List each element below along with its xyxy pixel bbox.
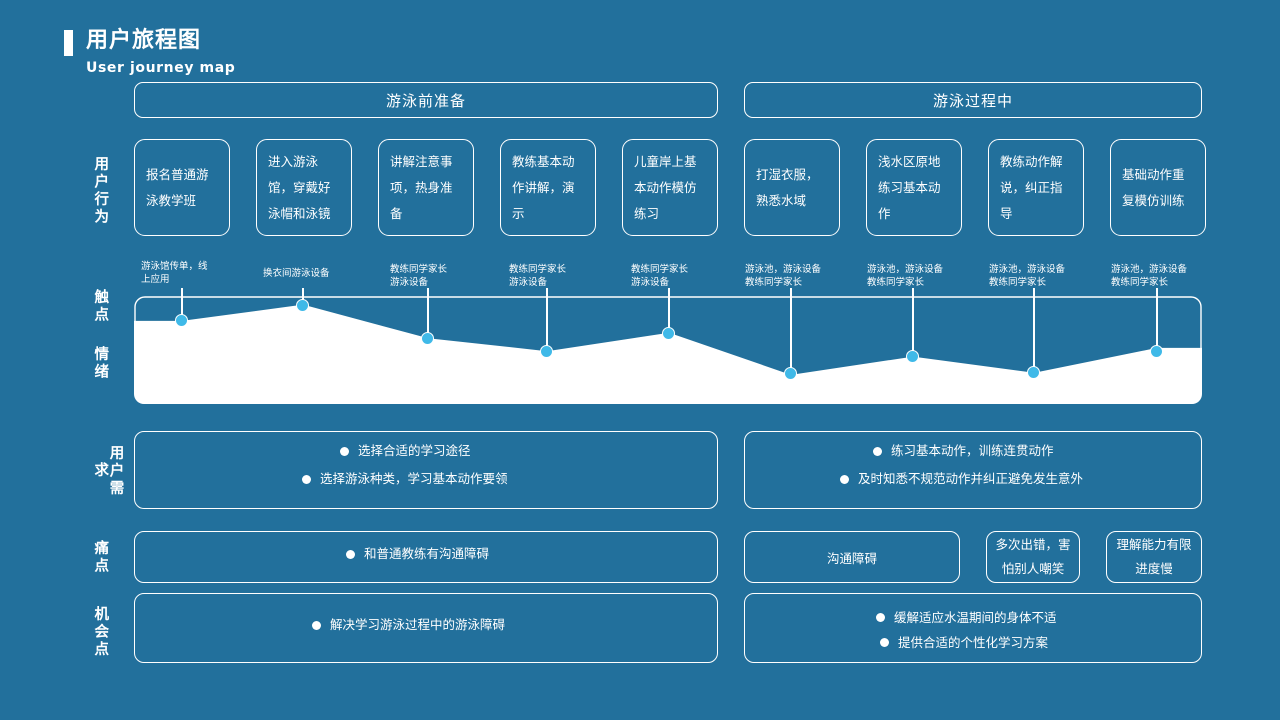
behavior-card-9[interactable]: 基础动作重复模仿训练 <box>1110 139 1206 236</box>
row-label-opportunity: 机会点 <box>92 605 109 659</box>
touchpoint-label-4: 教练同学家长 游泳设备 <box>509 264 567 288</box>
behavior-card-2[interactable]: 进入游泳馆，穿戴好泳帽和泳镜 <box>256 139 352 236</box>
touchpoint-stem-8 <box>1033 288 1035 371</box>
opportunity-right-item-2-label: 提供合适的个性化学习方案 <box>898 635 1049 650</box>
behavior-card-3[interactable]: 讲解注意事项，热身准备 <box>378 139 474 236</box>
pain-left-item-1: 和普通教练有沟通障碍 <box>346 545 489 563</box>
opportunity-left-item-1: 解决学习游泳过程中的游泳障碍 <box>312 616 505 634</box>
opportunity-right-item-1-label: 缓解适应水温期间的身体不适 <box>894 610 1057 625</box>
opportunity-list-left: 解决学习游泳过程中的游泳障碍 <box>312 616 505 634</box>
touchpoint-label-7: 游泳池，游泳设备 教练同学家长 <box>867 264 944 288</box>
bullet-icon <box>840 474 849 484</box>
pain-box-left[interactable] <box>134 531 718 583</box>
behavior-card-6-label: 打湿衣服，熟悉水域 <box>756 166 819 208</box>
emotion-dot-5[interactable] <box>662 327 675 340</box>
touchpoint-stem-9 <box>1156 288 1158 351</box>
touchpoint-stem-5 <box>668 288 670 334</box>
touchpoint-stem-7 <box>912 288 914 356</box>
touchpoint-label-3: 教练同学家长 游泳设备 <box>390 264 448 288</box>
opportunity-box-left[interactable] <box>134 593 718 663</box>
pain-card-right-1-label: 多次出错，害怕别人嘲笑 <box>995 537 1071 576</box>
behavior-card-5-label: 儿童岸上基本动作模仿练习 <box>634 153 697 221</box>
page-title: 用户旅程图 <box>64 28 201 56</box>
opportunity-right-item-2: 提供合适的个性化学习方案 <box>880 630 1057 655</box>
bullet-icon <box>312 620 321 630</box>
opportunity-right-item-1: 缓解适应水温期间的身体不适 <box>876 605 1057 630</box>
emotion-dot-7[interactable] <box>906 350 919 363</box>
row-label-needs: 用户需求 <box>92 444 124 498</box>
needs-left-item-2: 选择游泳种类，学习基本动作要领 <box>302 465 508 493</box>
bullet-icon <box>340 446 349 456</box>
touchpoint-stem-1 <box>181 288 183 321</box>
behavior-card-3-label: 讲解注意事项，热身准备 <box>390 153 453 221</box>
touchpoint-stem-4 <box>546 288 548 351</box>
touchpoint-label-8: 游泳池，游泳设备 教练同学家长 <box>989 264 1066 288</box>
bullet-icon <box>873 446 882 456</box>
opportunity-list-right: 缓解适应水温期间的身体不适 提供合适的个性化学习方案 <box>876 605 1057 655</box>
row-label-emotion: 情绪 <box>92 345 109 381</box>
touchpoint-stem-6 <box>790 288 792 373</box>
pain-box-right-main[interactable]: 沟通障碍 <box>744 531 960 583</box>
needs-left-item-1-label: 选择合适的学习途径 <box>358 443 471 458</box>
bullet-icon <box>346 549 355 559</box>
behavior-card-9-label: 基础动作重复模仿训练 <box>1122 166 1185 208</box>
behavior-card-4-label: 教练基本动作讲解，演示 <box>512 153 575 221</box>
bullet-icon <box>302 474 311 484</box>
row-label-pain: 痛点 <box>92 539 109 575</box>
touchpoint-label-1: 游泳馆传单，线 上应用 <box>141 261 208 285</box>
row-label-touchpoint: 触点 <box>92 288 109 324</box>
touchpoint-label-6: 游泳池，游泳设备 教练同学家长 <box>745 264 822 288</box>
behavior-card-4[interactable]: 教练基本动作讲解，演示 <box>500 139 596 236</box>
needs-box-right[interactable] <box>744 431 1202 509</box>
needs-list-right: 练习基本动作，训练连贯动作 及时知悉不规范动作并纠正避免发生意外 <box>840 437 1083 493</box>
emotion-dot-3[interactable] <box>421 332 434 345</box>
needs-left-item-2-label: 选择游泳种类，学习基本动作要领 <box>320 471 508 486</box>
phase-banner-swimming[interactable]: 游泳过程中 <box>744 82 1202 118</box>
bullet-icon <box>880 638 889 647</box>
pain-left-item-1-label: 和普通教练有沟通障碍 <box>364 546 490 561</box>
touchpoint-label-5: 教练同学家长 游泳设备 <box>631 264 689 288</box>
behavior-card-1[interactable]: 报名普通游泳教学班 <box>134 139 230 236</box>
needs-right-item-2-label: 及时知悉不规范动作并纠正避免发生意外 <box>858 471 1084 486</box>
behavior-card-1-label: 报名普通游泳教学班 <box>146 166 209 208</box>
pain-card-right-2-label: 理解能力有限进度慢 <box>1116 537 1192 576</box>
touchpoint-label-9: 游泳池，游泳设备 教练同学家长 <box>1111 264 1188 288</box>
touchpoint-label-2: 换衣间游泳设备 <box>263 268 330 279</box>
pain-card-right-2[interactable]: 理解能力有限进度慢 <box>1106 531 1202 583</box>
needs-right-item-1-label: 练习基本动作，训练连贯动作 <box>891 443 1054 458</box>
emotion-dot-4[interactable] <box>540 345 553 358</box>
behavior-card-2-label: 进入游泳馆，穿戴好泳帽和泳镜 <box>268 153 331 221</box>
needs-box-left[interactable] <box>134 431 718 509</box>
behavior-card-8[interactable]: 教练动作解说，纠正指导 <box>988 139 1084 236</box>
emotion-dot-2[interactable] <box>296 299 309 312</box>
row-label-behavior: 用户行为 <box>92 156 109 226</box>
behavior-card-6[interactable]: 打湿衣服，熟悉水域 <box>744 139 840 236</box>
pain-card-right-1[interactable]: 多次出错，害怕别人嘲笑 <box>986 531 1080 583</box>
emotion-dot-9[interactable] <box>1150 345 1163 358</box>
page-title-en: User journey map <box>86 60 236 76</box>
opportunity-left-item-1-label: 解决学习游泳过程中的游泳障碍 <box>330 617 506 632</box>
behavior-card-7-label: 浅水区原地练习基本动作 <box>878 153 941 221</box>
behavior-card-5[interactable]: 儿童岸上基本动作模仿练习 <box>622 139 718 236</box>
title-accent-bar <box>64 30 73 56</box>
needs-right-item-1: 练习基本动作，训练连贯动作 <box>873 437 1083 465</box>
phase-banner-preparation[interactable]: 游泳前准备 <box>134 82 718 118</box>
behavior-card-8-label: 教练动作解说，纠正指导 <box>1000 153 1063 221</box>
emotion-dot-6[interactable] <box>784 367 797 380</box>
needs-right-item-2: 及时知悉不规范动作并纠正避免发生意外 <box>840 465 1083 493</box>
touchpoint-stem-3 <box>427 288 429 339</box>
bullet-icon <box>876 613 885 622</box>
page-title-zh: 用户旅程图 <box>86 28 202 53</box>
emotion-dot-8[interactable] <box>1027 366 1040 379</box>
opportunity-box-right[interactable] <box>744 593 1202 663</box>
pain-list-left: 和普通教练有沟通障碍 <box>346 545 489 563</box>
emotion-dot-1[interactable] <box>175 314 188 327</box>
emotion-curve-chart <box>134 296 1202 404</box>
behavior-card-7[interactable]: 浅水区原地练习基本动作 <box>866 139 962 236</box>
needs-list-left: 选择合适的学习途径 选择游泳种类，学习基本动作要领 <box>302 437 508 493</box>
needs-left-item-1: 选择合适的学习途径 <box>340 437 508 465</box>
